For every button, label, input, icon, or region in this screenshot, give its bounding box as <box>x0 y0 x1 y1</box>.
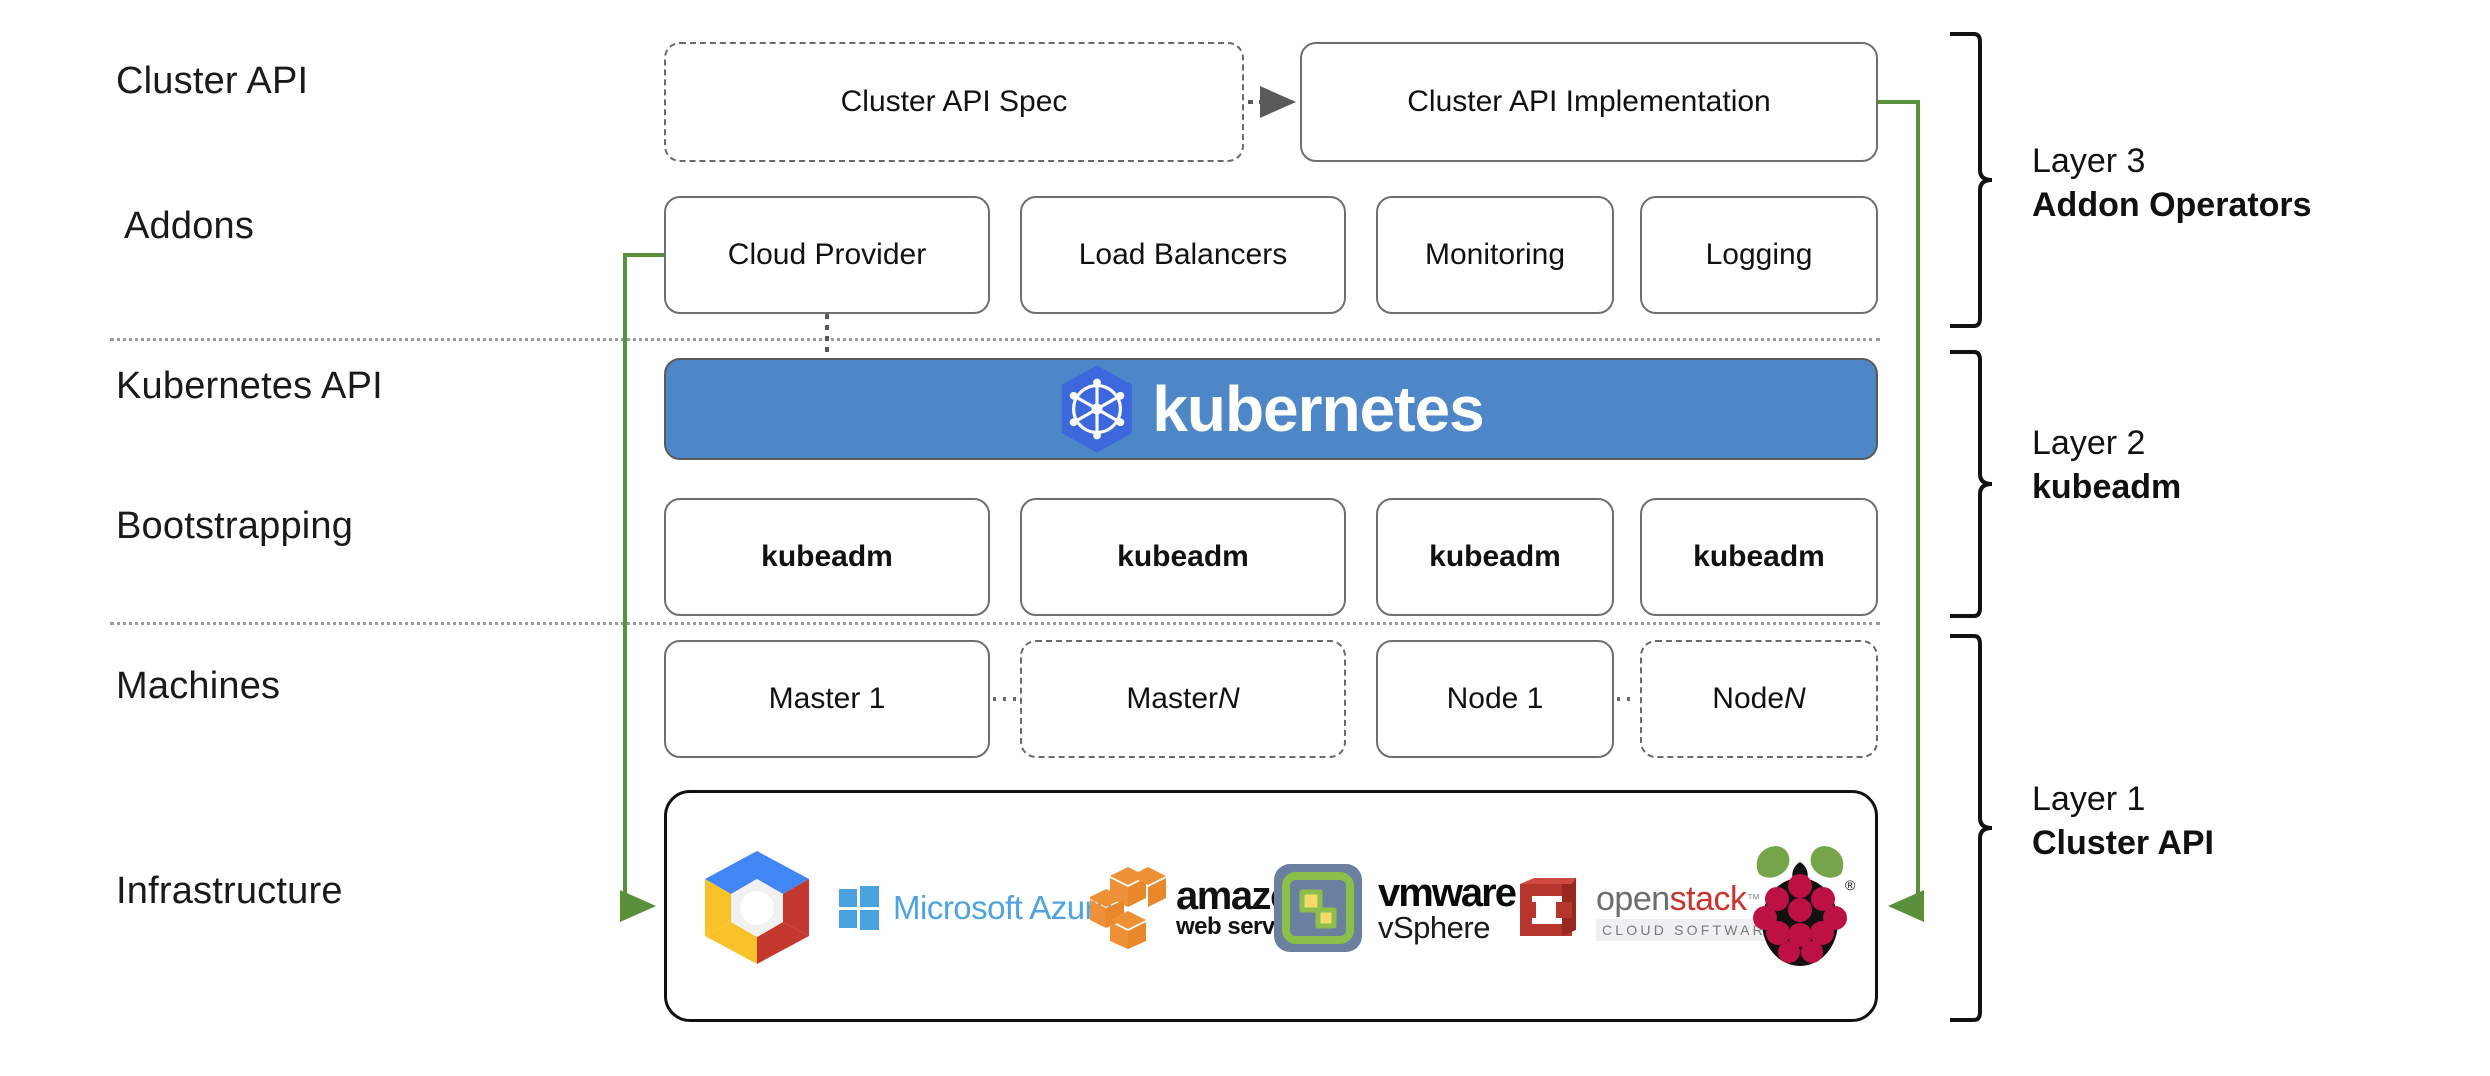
row-label-bootstrapping: Bootstrapping <box>116 505 354 547</box>
bootstrap-box-kubeadm-1[interactable]: kubeadm <box>664 498 990 616</box>
layer-2-title: Layer 2 <box>2032 424 2146 462</box>
bracket-layer-1 <box>1950 634 1993 1022</box>
machine-box-node-n[interactable]: Node N <box>1640 640 1878 758</box>
openstack-block-icon <box>1520 878 1576 936</box>
machine-box-master-1[interactable]: Master 1 <box>664 640 990 758</box>
addon-box-cloud-provider[interactable]: Cloud Provider <box>664 196 990 314</box>
layer-3-subtitle: Addon Operators <box>2032 185 2312 224</box>
microsoft-azure-label: Microsoft Azure <box>893 889 1113 926</box>
windows-icon <box>839 886 879 930</box>
svg-text:®: ® <box>1845 877 1855 893</box>
cluster-api-spec-box[interactable]: Cluster API Spec <box>664 42 1244 162</box>
google-cloud-platform-logo <box>697 845 817 970</box>
implementation-to-infrastructure-arrow <box>1878 100 1924 922</box>
microsoft-azure-logo: Microsoft Azure <box>837 880 1113 936</box>
bracket-layer-2 <box>1950 350 1993 618</box>
kubernetes-banner[interactable]: kubernetes <box>664 358 1878 460</box>
layer-2-label: Layer 2 kubeadm <box>2032 422 2181 509</box>
divider-layer2-layer1 <box>110 622 1880 625</box>
openstack-logo: openstack™ CLOUD SOFTWARE <box>1510 870 1785 950</box>
cloud-provider-to-infrastructure-arrow <box>620 253 664 922</box>
row-label-cluster-api: Cluster API <box>116 60 309 102</box>
addon-box-load-balancers[interactable]: Load Balancers <box>1020 196 1346 314</box>
bracket-layer-3 <box>1950 32 1993 328</box>
kubernetes-wordmark: kubernetes <box>1152 373 1484 445</box>
raspberry-pi-logo: ® <box>1745 840 1855 972</box>
vmware-vsphere-logo: vmware vSphere <box>1272 858 1517 958</box>
layer-1-subtitle: Cluster API <box>2032 823 2215 862</box>
openstack-tagline: CLOUD SOFTWARE <box>1596 918 1785 941</box>
trademark-icon: ™ <box>1746 890 1761 907</box>
row-label-machines: Machines <box>116 665 281 707</box>
bootstrap-box-kubeadm-3[interactable]: kubeadm <box>1376 498 1614 616</box>
layer-1-label: Layer 1 Cluster API <box>2032 778 2214 865</box>
vsphere-icon <box>1274 864 1362 952</box>
kubernetes-helm-icon <box>1058 363 1136 455</box>
machine-box-node-1[interactable]: Node 1 <box>1376 640 1614 758</box>
openstack-wordmark: openstack™ <box>1596 880 1785 919</box>
layer-1-title: Layer 1 <box>2032 780 2146 818</box>
divider-layer3-layer2 <box>110 338 1880 341</box>
bootstrap-box-kubeadm-2[interactable]: kubeadm <box>1020 498 1346 616</box>
row-label-kubernetes-api: Kubernetes API <box>116 365 383 407</box>
addon-box-monitoring[interactable]: Monitoring <box>1376 196 1614 314</box>
layer-3-title: Layer 3 <box>2032 142 2146 180</box>
vmware-label: vmware <box>1378 870 1517 915</box>
addon-box-logging[interactable]: Logging <box>1640 196 1878 314</box>
layer-2-subtitle: kubeadm <box>2032 467 2182 506</box>
row-label-infrastructure: Infrastructure <box>116 870 343 912</box>
openstack-label-stack: stack <box>1669 879 1747 918</box>
aws-cubes-icon <box>1090 867 1166 949</box>
layer-3-label: Layer 3 Addon Operators <box>2032 140 2312 227</box>
cluster-api-implementation-box[interactable]: Cluster API Implementation <box>1300 42 1878 162</box>
openstack-label-open: open <box>1596 879 1670 918</box>
row-label-addons: Addons <box>124 205 255 247</box>
vsphere-label: vSphere <box>1378 909 1490 945</box>
bootstrap-box-kubeadm-4[interactable]: kubeadm <box>1640 498 1878 616</box>
machine-box-master-n[interactable]: Master N <box>1020 640 1346 758</box>
